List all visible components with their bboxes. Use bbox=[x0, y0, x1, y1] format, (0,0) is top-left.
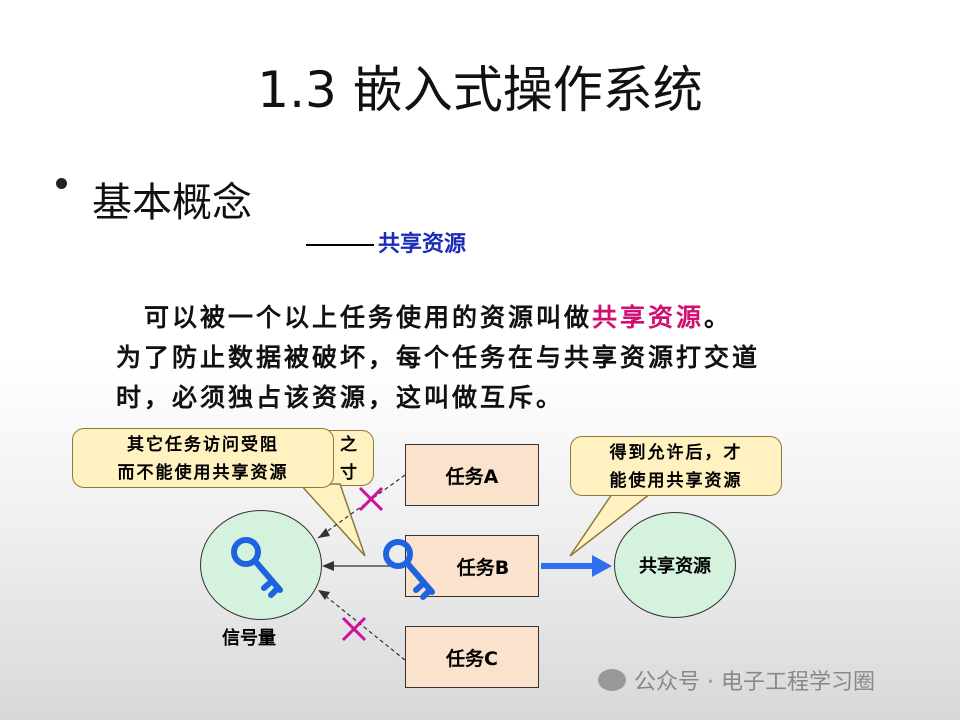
task-b-label: 任务B bbox=[456, 556, 510, 579]
dashed-line-a bbox=[317, 474, 406, 539]
callout-allowed-line1: 得到允许后，才 bbox=[609, 443, 743, 463]
key-task-b-icon bbox=[383, 539, 435, 600]
slide-title: 1.3 嵌入式操作系统 bbox=[257, 61, 703, 119]
dash-line bbox=[306, 244, 374, 246]
shared-resource-label: 共享资源 bbox=[639, 556, 711, 577]
subtitle: 共享资源 bbox=[306, 226, 466, 258]
paragraph-line-3: 时，必须独占该资源，这叫做互斥。 bbox=[116, 383, 565, 412]
task-a-box: 任务A bbox=[405, 444, 539, 506]
callout-blocked-line1: 其它任务访问受阻 bbox=[127, 435, 279, 455]
callout-back-line2: 寸 bbox=[340, 463, 359, 483]
para-line1-post: 。 bbox=[704, 303, 733, 332]
arrowhead-c bbox=[318, 590, 330, 600]
task-a-label: 任务A bbox=[445, 465, 499, 488]
callout-allowed-line2: 能使用共享资源 bbox=[609, 471, 743, 491]
callout-back-line1: 之 bbox=[340, 435, 359, 455]
key-semaphore-icon bbox=[231, 537, 283, 598]
task-c-box: 任务C bbox=[405, 626, 539, 688]
subtitle-text: 共享资源 bbox=[378, 232, 467, 257]
para-line1-pre: 可以被一个以上任务使用的资源叫做 bbox=[116, 303, 593, 332]
arrowhead-b bbox=[322, 561, 334, 571]
cross-c-icon bbox=[341, 616, 367, 642]
watermark-text: 公众号 · 电子工程学习圈 bbox=[634, 670, 875, 695]
watermark: 公众号 · 电子工程学习圈 bbox=[598, 664, 875, 696]
cross-a-icon bbox=[358, 486, 384, 512]
dashed-line-c bbox=[317, 589, 406, 661]
bullet-dot bbox=[56, 178, 67, 189]
shared-resource-circle: 共享资源 bbox=[614, 512, 736, 618]
access-arrowhead bbox=[592, 555, 612, 577]
callout-blocked-line2: 而不能使用共享资源 bbox=[117, 463, 289, 483]
wechat-icon bbox=[598, 669, 626, 691]
callout-allowed: 得到允许后，才 能使用共享资源 bbox=[570, 436, 782, 496]
bullet-heading: 基本概念 bbox=[92, 180, 252, 226]
para-line1-highlight: 共享资源 bbox=[592, 303, 705, 332]
paragraph-line-2: 为了防止数据被破坏，每个任务在与共享资源打交道 bbox=[116, 343, 761, 372]
semaphore-label: 信号量 bbox=[222, 628, 276, 649]
arrowhead-a bbox=[318, 528, 330, 538]
task-c-label: 任务C bbox=[446, 647, 498, 670]
callout-blocked: 其它任务访问受阻 而不能使用共享资源 bbox=[72, 428, 334, 488]
paragraph-line-1: 可以被一个以上任务使用的资源叫做共享资源。 bbox=[116, 298, 732, 334]
